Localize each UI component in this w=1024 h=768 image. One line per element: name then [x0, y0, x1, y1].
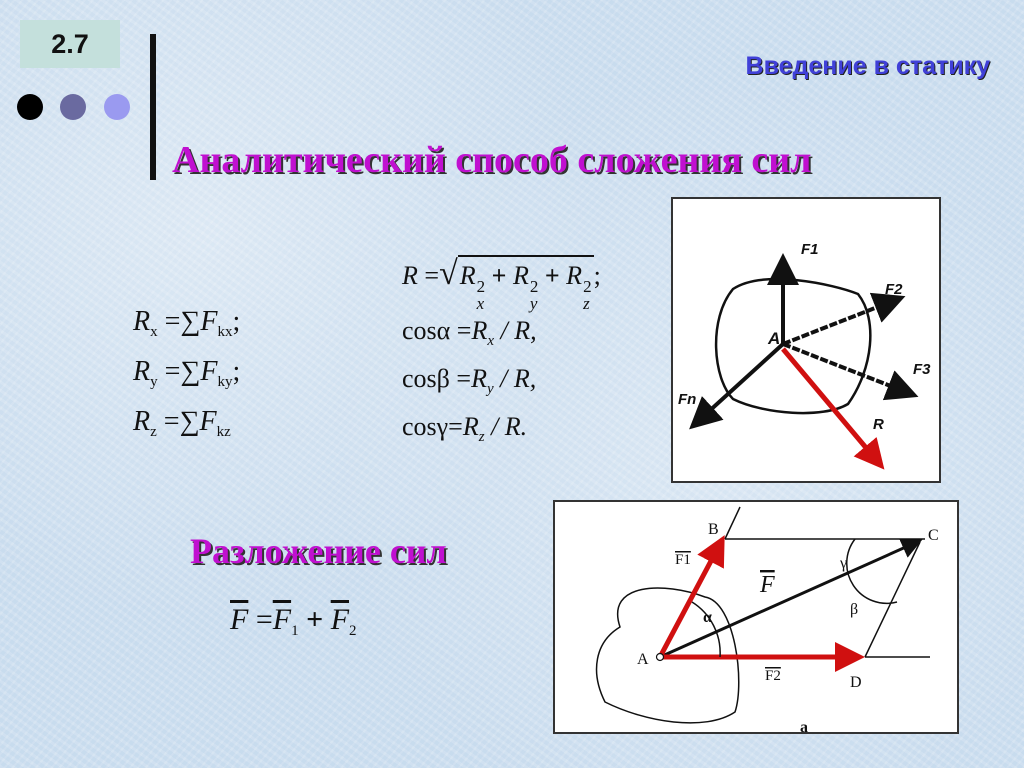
svg-text:F2: F2	[885, 281, 903, 298]
slide-number-text: 2.7	[51, 28, 89, 59]
decomposition-subtitle: Разложение сил	[190, 531, 447, 571]
equation-cos-alpha: cosα =Rx / R,	[402, 316, 537, 349]
svg-text:а: а	[800, 719, 808, 732]
equation-ry: Ry =∑Fky;	[133, 356, 241, 390]
svg-text:D: D	[850, 674, 862, 691]
decomposition-formula: F =F1 + F2	[230, 603, 357, 639]
concurrent-forces-figure: A F1 F2 F3 Fn R	[671, 197, 941, 483]
svg-text:C: C	[928, 527, 939, 544]
svg-text:F: F	[759, 572, 775, 598]
topic-header: Введение в статику	[745, 52, 990, 80]
slide-title: Аналитический способ сложения сил	[172, 139, 812, 181]
dot-black-icon	[17, 94, 43, 120]
concurrent-forces-diagram: A F1 F2 F3 Fn R	[678, 241, 931, 470]
svg-text:R: R	[873, 416, 884, 433]
svg-text:α: α	[703, 609, 712, 626]
projection-equations: Rx =∑Fkx; Ry =∑Fky; Rz =∑Fkz	[133, 302, 240, 452]
equation-rz: Rz =∑Fkz	[133, 406, 231, 440]
svg-text:F2: F2	[765, 668, 781, 684]
equation-cos-beta: cosβ =Ry / R,	[402, 364, 537, 397]
svg-text:A: A	[767, 329, 780, 348]
dot-slate-icon	[60, 94, 86, 120]
vertical-divider	[150, 34, 156, 180]
parallelogram-figure: B C D A F1 F2 F α β γ а	[553, 500, 959, 736]
svg-text:F1: F1	[801, 241, 819, 258]
force-parallelogram-diagram: B C D A F1 F2 F α β γ а	[595, 506, 939, 736]
svg-text:F1: F1	[675, 552, 691, 568]
svg-text:Fn: Fn	[678, 391, 696, 408]
svg-text:γ: γ	[839, 555, 847, 572]
equation-cos-gamma: cosγ=Rz / R.	[402, 412, 528, 445]
svg-text:A: A	[637, 651, 649, 668]
equation-rx: Rx =∑Fkx;	[133, 306, 241, 340]
slide-number: 2.7	[20, 20, 120, 68]
svg-text:β: β	[850, 601, 858, 618]
dot-lavender-icon	[104, 94, 130, 120]
svg-text:F3: F3	[913, 361, 931, 378]
svg-text:B: B	[708, 521, 719, 538]
